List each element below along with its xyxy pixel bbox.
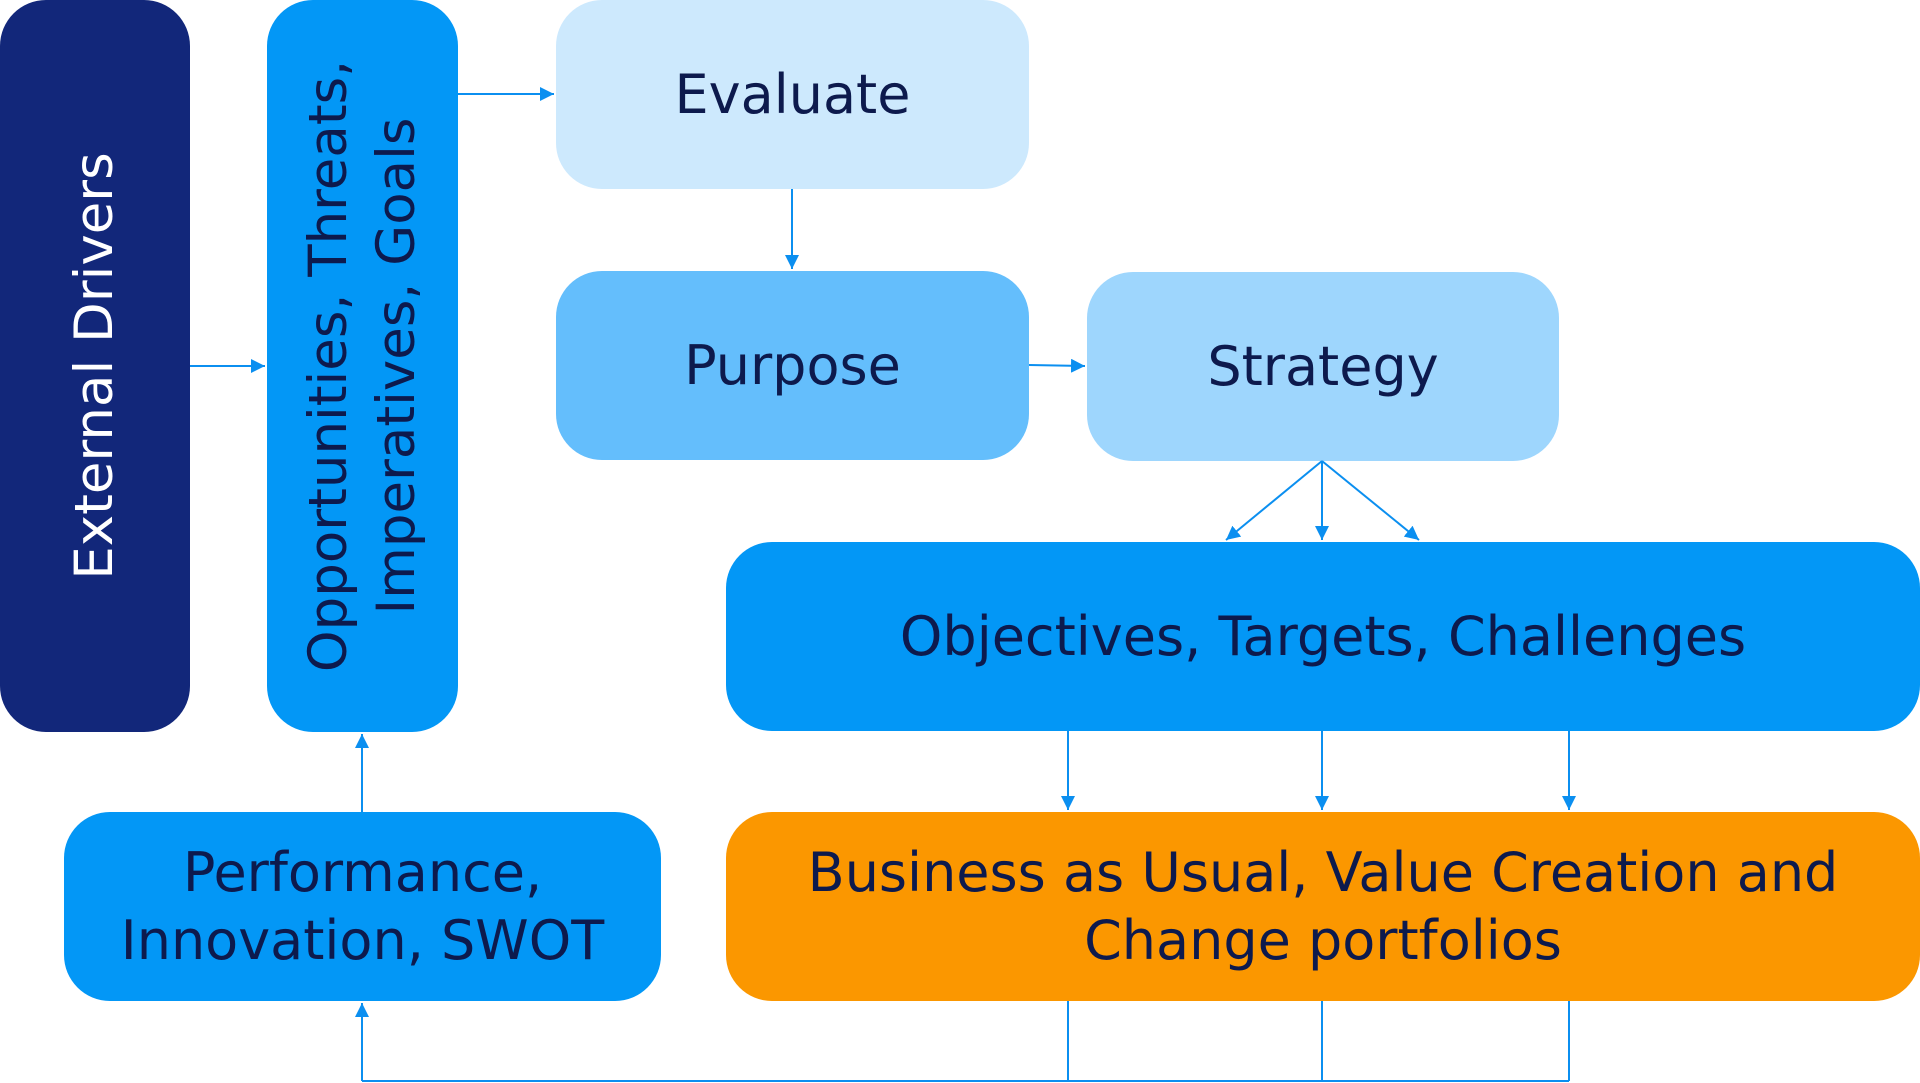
portfolios-label-line1: Business as Usual, Value Creation and [807, 841, 1839, 904]
portfolios-label-line2: Change portfolios [1084, 908, 1562, 972]
performance-label-line2: Innovation, SWOT [120, 908, 605, 972]
objectives-box: Objectives, Targets, Challenges [726, 542, 1920, 731]
portfolios-label: Business as Usual, Value Creation and Ch… [808, 839, 1839, 974]
arrow-strategy-to-objectives-right [1321, 460, 1420, 541]
opportunities-box: Opportunities, Threats, Imperatives, Goa… [267, 0, 458, 732]
external-drivers-box: External Drivers [0, 0, 190, 732]
performance-box: Performance, Innovation, SWOT [64, 812, 661, 1001]
evaluate-box: Evaluate [556, 0, 1029, 189]
performance-label: Performance, Innovation, SWOT [121, 839, 604, 974]
objectives-label: Objectives, Targets, Challenges [899, 604, 1747, 668]
performance-label-line1: Performance, [182, 841, 543, 904]
portfolios-box: Business as Usual, Value Creation and Ch… [726, 812, 1920, 1001]
purpose-label: Purpose [684, 333, 901, 397]
arrow-purpose-to-strategy [1028, 358, 1086, 373]
purpose-box: Purpose [556, 271, 1029, 460]
evaluate-label: Evaluate [674, 62, 911, 126]
strategy-label: Strategy [1207, 334, 1439, 398]
arrow-strategy-to-objectives-left [1225, 460, 1323, 541]
strategy-box: Strategy [1087, 272, 1559, 461]
